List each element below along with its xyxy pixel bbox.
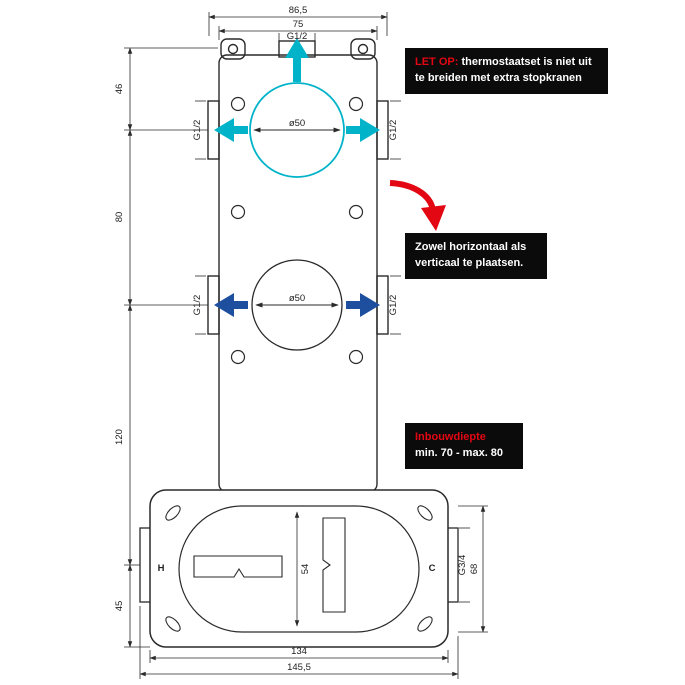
warning-prefix: LET OP: [415, 56, 459, 68]
flow-arrow-right-top-icon [346, 118, 380, 142]
thread-right-top-label: G1/2 [388, 120, 399, 141]
dim-68-label: 68 [469, 564, 480, 575]
ear-hole-right [357, 43, 369, 55]
box-outline [149, 489, 449, 648]
thread-left-bottom-label: G1/2 [192, 295, 203, 316]
corner-slots [165, 505, 433, 632]
mounting-box [139, 489, 459, 648]
dim-80-label: 80 [114, 212, 125, 223]
dimension-lines [124, 12, 488, 679]
flow-arrow-right-bottom-icon [346, 293, 380, 317]
thermostat-circle-top [249, 82, 345, 178]
thread-g34-label: G3/4 [457, 555, 468, 576]
horizontal-key-slot [193, 555, 283, 578]
cold-label: C [429, 563, 436, 574]
rotation-arrow-icon [389, 180, 446, 231]
dia-bottom-label: ø50 [289, 293, 305, 304]
dim-120-label: 120 [114, 429, 125, 445]
dim-54-label: 54 [300, 564, 311, 575]
diameter-dimensions [253, 127, 341, 308]
thread-left-top-label: G1/2 [192, 120, 203, 141]
dim-134-label: 134 [291, 646, 307, 657]
vertical-key-slot [322, 517, 346, 613]
flow-arrow-up-icon [285, 38, 309, 82]
dia-top-label: ø50 [289, 118, 305, 129]
inner-oval-recess [178, 505, 420, 633]
dim-45-label: 45 [114, 601, 125, 612]
warning-callout: LET OP: thermostaatset is niet uit te br… [405, 48, 608, 94]
dim-top-thread-label: G1/2 [287, 31, 308, 42]
mounting-ear-left [220, 38, 246, 60]
screw-holes [230, 96, 364, 365]
flow-arrow-left-top-icon [214, 118, 248, 142]
valve-circle-bottom [251, 259, 343, 351]
dim-top-outer-label: 86,5 [289, 5, 308, 16]
depth-title: Inbouwdiepte [415, 431, 486, 443]
warning-text: thermostaatset is niet uit te breiden me… [415, 56, 592, 84]
orientation-callout: Zowel horizontaal als verticaal te plaat… [405, 233, 547, 279]
installation-depth-callout: Inbouwdiepte min. 70 - max. 80 [405, 423, 523, 469]
valve-body-plate [207, 38, 389, 493]
thread-right-bottom-label: G1/2 [388, 295, 399, 316]
dim-46-label: 46 [114, 84, 125, 95]
flow-arrows-mixed [214, 38, 380, 142]
ear-hole-left [227, 43, 239, 55]
flow-arrows-cold [214, 293, 380, 317]
dim-top-inner-label: 75 [293, 19, 304, 30]
dim-145-label: 145,5 [287, 662, 311, 673]
hot-label: H [158, 563, 165, 574]
depth-value: min. 70 - max. 80 [415, 446, 504, 459]
flow-arrow-left-bottom-icon [214, 293, 248, 317]
mounting-ear-right [350, 38, 376, 60]
orientation-text: Zowel horizontaal als verticaal te plaat… [415, 241, 527, 269]
